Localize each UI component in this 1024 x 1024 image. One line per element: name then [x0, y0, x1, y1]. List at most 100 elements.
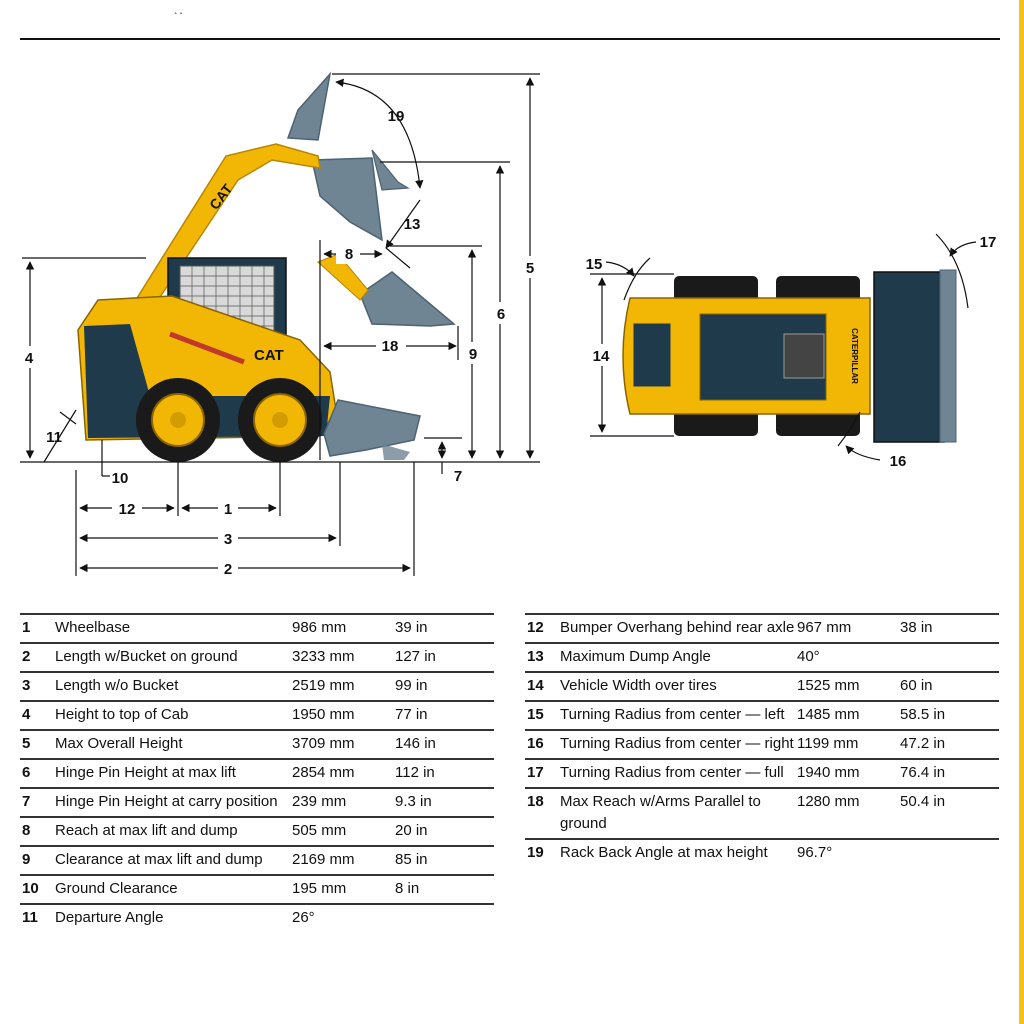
spec-label: Reach at max lift and dump: [55, 822, 238, 839]
spec-metric: 1950 mm: [292, 706, 355, 723]
spec-imperial: 99 in: [395, 677, 428, 694]
top-rule: [20, 38, 1000, 40]
spec-label: Max Reach w/Arms Parallel to ground: [560, 793, 761, 832]
spec-number: 11: [22, 909, 38, 926]
spec-metric: 1940 mm: [797, 764, 860, 781]
spec-imperial: 85 in: [395, 851, 428, 868]
hydraulic-cylinder: [169, 331, 245, 365]
callout-2: 2: [224, 561, 232, 578]
callout-14: 14: [593, 348, 610, 365]
top-bucket-edge: [939, 269, 957, 443]
spec-imperial: [395, 904, 494, 932]
spec-number: 17: [527, 764, 544, 781]
spec-metric: 96.7°: [797, 844, 833, 861]
spec-metric: 40°: [797, 648, 820, 665]
top-view-machine: CATERPILLAR: [622, 269, 957, 443]
spec-label: Length w/Bucket on ground: [55, 648, 238, 665]
spec-label: Clearance at max lift and dump: [55, 851, 263, 868]
spec-label: Length w/o Bucket: [55, 677, 179, 694]
spec-label: Ground Clearance: [55, 880, 178, 897]
callout-9: 9: [469, 346, 477, 363]
spec-metric: 1485 mm: [797, 706, 860, 723]
spec-number: 16: [527, 735, 544, 752]
table-row: 10 Ground Clearance 195 mm 8 in: [20, 875, 494, 904]
callout-16: 16: [890, 453, 907, 470]
top-engine: [630, 320, 674, 390]
top-side-text: CATERPILLAR: [850, 328, 859, 384]
spec-number: 12: [527, 619, 544, 636]
spec-metric: 2169 mm: [292, 851, 355, 868]
spec-imperial: 8 in: [395, 880, 420, 897]
callout-3: 3: [224, 531, 232, 548]
spec-imperial: [900, 643, 999, 672]
spec-metric: 3709 mm: [292, 735, 355, 752]
top-bucket: [873, 271, 945, 443]
rear-wheel: [136, 378, 220, 462]
spec-metric: 195 mm: [292, 880, 347, 897]
side-view-machine: CAT CAT: [77, 71, 456, 462]
spec-label: Vehicle Width over tires: [560, 677, 717, 694]
spec-number: 1: [22, 619, 31, 636]
callout-5: 5: [526, 260, 534, 277]
spec-imperial: [900, 839, 999, 867]
spec-imperial: 77 in: [395, 706, 428, 723]
table-row: 9 Clearance at max lift and dump 2169 mm 85…: [20, 846, 494, 875]
callout-17: 17: [980, 234, 997, 251]
spec-label: Bumper Overhang behind rear axle: [560, 619, 795, 636]
spec-number: 2: [22, 648, 31, 665]
spec-number: 4: [22, 706, 31, 723]
spec-label: Hinge Pin Height at carry position: [55, 793, 278, 810]
spec-number: 18: [527, 793, 544, 810]
spec-label: Wheelbase: [55, 619, 131, 636]
spec-label: Max Overall Height: [55, 735, 183, 752]
spec-label: Rack Back Angle at max height: [560, 844, 768, 861]
callout-4: 4: [25, 350, 34, 367]
callout-18: 18: [382, 338, 399, 355]
callout-6: 6: [497, 306, 505, 323]
top-callout-labels: 14 15 17 16: [586, 234, 997, 470]
spec-imperial: 60 in: [900, 677, 933, 694]
callout-1: 1: [224, 501, 232, 518]
spec-metric: 1280 mm: [797, 793, 860, 810]
accent-bar: [1019, 0, 1024, 1024]
top-grid: [783, 333, 825, 379]
spec-number: 5: [22, 735, 31, 752]
spec-imperial: 50.4 in: [900, 793, 946, 810]
callout-12: 12: [119, 501, 136, 518]
top-label-masks: [590, 344, 614, 366]
spec-metric: 1199 mm: [797, 735, 859, 752]
spec-label: Maximum Dump Angle: [560, 648, 711, 665]
side-callout-labels: 5 6 9 4 8 18 19 13 7 10 11 12 1 3 2: [25, 108, 534, 578]
spec-imperial: 76.4 in: [900, 764, 946, 781]
spec-metric: 1525 mm: [797, 677, 860, 694]
callout-13: 13: [404, 216, 421, 233]
spec-number: 9: [22, 851, 31, 868]
spec-number: 10: [22, 880, 39, 897]
bucket-dump: [311, 157, 383, 242]
spec-metric: 986 mm: [292, 619, 347, 636]
tire-rear-right: [674, 410, 758, 436]
spec-number: 15: [527, 706, 544, 723]
spec-number: 6: [22, 764, 31, 781]
callout-11: 11: [46, 429, 62, 446]
spec-number: 7: [22, 793, 31, 810]
spec-imperial: 47.2 in: [900, 735, 946, 752]
callout-15: 15: [586, 256, 603, 273]
machine-dimension-diagram: CAT CAT: [20, 71, 997, 578]
tire-front-right: [776, 410, 860, 436]
bucket-reach: [359, 271, 456, 327]
bucket-max-height: [286, 71, 332, 141]
spec-label: Departure Angle: [55, 909, 164, 926]
